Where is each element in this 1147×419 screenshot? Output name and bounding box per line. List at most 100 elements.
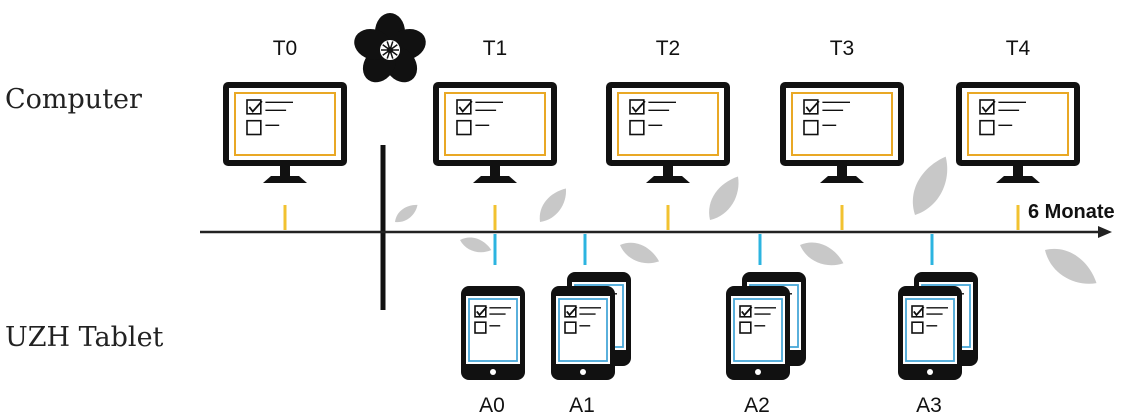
monitor-screen-frame [234,92,336,156]
timepoint-label: T0 [273,37,298,60]
timepoint-label: A2 [744,394,770,417]
timepoint-label: A0 [479,394,505,417]
tablet-checklist-icon [551,272,631,380]
monitor-neck [490,166,500,177]
checkbox-empty-icon [474,321,487,334]
computer-timepoint: T1 [433,37,557,230]
leaf-icon [617,234,662,273]
checkbox-checked-icon [739,305,752,318]
timepoint-label: A3 [916,394,942,417]
monitor-screen-frame [791,92,893,156]
checkmark-icon [805,100,820,113]
monitor-screen-frame [444,92,546,156]
leaf-icon [531,185,575,226]
tablet-timepoint: A0 [461,234,525,417]
monitor-screen [786,88,898,160]
timepoint-label: T1 [483,37,508,60]
computer-timepoint: T2 [606,37,730,230]
tablet-checklist-icon [461,286,525,380]
checkmark-icon [741,306,753,317]
leaf-icon [458,231,493,260]
monitor-screen [962,88,1074,160]
tablet-home-button [490,369,496,375]
checkmark-icon [458,100,473,113]
monitor-screen [229,88,341,160]
tablet-home-button [755,369,761,375]
tablet-checklist-icon [898,272,978,380]
tablet-screen-frame [558,298,608,362]
tablet-screen [903,296,957,364]
checkmark-icon [248,100,263,113]
computer-timepoint: T0 [223,37,347,230]
checkbox-checked-icon [456,99,472,115]
checkmark-icon [566,306,578,317]
timepoint-label: T3 [830,37,855,60]
logo-core [387,47,393,53]
monitor-stand [646,176,690,183]
tablet-timepoints: A0 A1 A2 A3 [461,234,978,417]
tablet-home-button [580,369,586,375]
flower-logo-icon [354,13,426,83]
checkbox-empty-icon [739,321,752,334]
checkbox-checked-icon [474,305,487,318]
timepoint-label: T2 [656,37,681,60]
tablet-checklist-icon [726,272,806,380]
checkbox-empty-icon [246,119,262,136]
computer-timepoints: T0 T1 T2 T3 T4 [223,37,1080,230]
monitor-neck [280,166,290,177]
monitor-checklist-icon [780,82,904,183]
monitor-neck [1013,166,1023,177]
tablet-home-button [927,369,933,375]
checkmark-icon [631,100,646,113]
monitor-checklist-icon [606,82,730,183]
checkmark-icon [913,306,925,317]
tablet-screen [731,296,785,364]
monitor-neck [837,166,847,177]
tablet-row-label: UZH Tablet [5,322,164,353]
leaf-icon [899,152,962,220]
monitor-neck [663,166,673,177]
checkmark-icon [981,100,996,113]
tablet-screen-frame [733,298,783,362]
leaf-icon [797,233,847,276]
duration-label: 6 Monate [1028,201,1115,223]
monitor-screen [612,88,724,160]
leaf-icon [391,202,422,225]
checkbox-checked-icon [911,305,924,318]
checkbox-empty-icon [629,119,645,136]
monitor-screen [439,88,551,160]
monitor-checklist-icon [956,82,1080,183]
tablet-timepoint: A1 [551,234,631,417]
monitor-stand [996,176,1040,183]
timeline-arrowhead [1098,226,1112,238]
tablet-timepoint: A2 [726,234,806,417]
monitor-screen-frame [967,92,1069,156]
tablet-screen-frame [905,298,955,362]
monitor-stand [473,176,517,183]
leaf-icon [698,172,750,224]
leaf-icon [1040,236,1101,297]
checkbox-checked-icon [246,99,262,115]
tablet-screen [466,296,520,364]
monitor-stand [820,176,864,183]
computer-timepoint: T3 [780,37,904,230]
tablet-screen-frame [468,298,518,362]
checkbox-checked-icon [564,305,577,318]
checkbox-empty-icon [803,119,819,136]
monitor-stand [263,176,307,183]
checkmark-icon [476,306,488,317]
monitor-checklist-icon [223,82,347,183]
checkbox-empty-icon [564,321,577,334]
timepoint-label: A1 [569,394,595,417]
timepoint-label: T4 [1006,37,1031,60]
tablet-screen [556,296,610,364]
tablet-timepoint: A3 [898,234,978,417]
checkbox-empty-icon [456,119,472,136]
checkbox-checked-icon [979,99,995,115]
checkbox-checked-icon [629,99,645,115]
checkbox-empty-icon [911,321,924,334]
computer-timepoint: T4 [956,37,1080,230]
monitor-checklist-icon [433,82,557,183]
